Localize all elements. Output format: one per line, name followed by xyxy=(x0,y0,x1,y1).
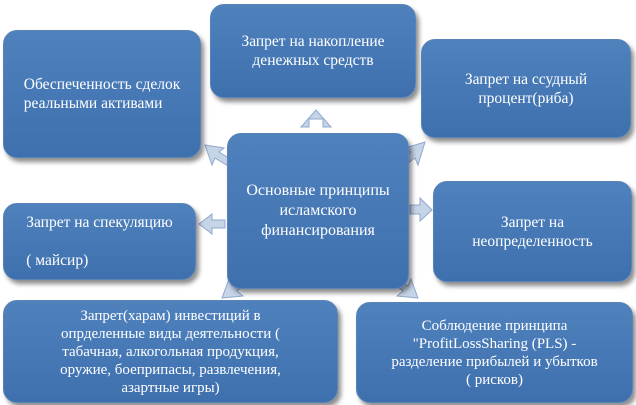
node-savings-ban: Запрет на накопление денежных средств xyxy=(210,4,416,98)
node-haram-investment-ban: Запрет(харам) инвестиций в опрделенные в… xyxy=(3,300,338,403)
node-riba-ban-label: Запрет на ссудный процент(риба) xyxy=(464,70,588,107)
node-center-label: Основные принципы исламского финансирова… xyxy=(246,182,390,239)
node-uncertainty-ban: Запрет на неопределенность xyxy=(433,181,632,282)
node-riba-ban: Запрет на ссудный процент(риба) xyxy=(421,39,631,138)
node-haram-investment-ban-label: Запрет(харам) инвестиций в опрделенные в… xyxy=(60,307,281,396)
node-savings-ban-label: Запрет на накопление денежных средств xyxy=(241,33,385,69)
node-speculation-ban-label: Запрет на спекуляцию ( майсир) xyxy=(26,214,173,269)
node-pls-principle-label: Соблюдение принципа "ProfitLossSharing (… xyxy=(391,317,598,388)
arrow-to-top xyxy=(299,109,333,128)
node-speculation-ban: Запрет на спекуляцию ( майсир) xyxy=(3,203,196,280)
node-center-principles: Основные принципы исламского финансирова… xyxy=(227,133,409,289)
node-real-assets: Обеспеченность сделок реальными активами xyxy=(3,30,201,158)
arrow-to-mid-left xyxy=(198,212,226,236)
arrow-to-mid-right xyxy=(409,196,433,223)
node-uncertainty-ban-label: Запрет на неопределенность xyxy=(472,213,593,250)
node-pls-principle: Соблюдение принципа "ProfitLossSharing (… xyxy=(356,302,633,403)
node-real-assets-label: Обеспеченность сделок реальными активами xyxy=(23,76,181,112)
